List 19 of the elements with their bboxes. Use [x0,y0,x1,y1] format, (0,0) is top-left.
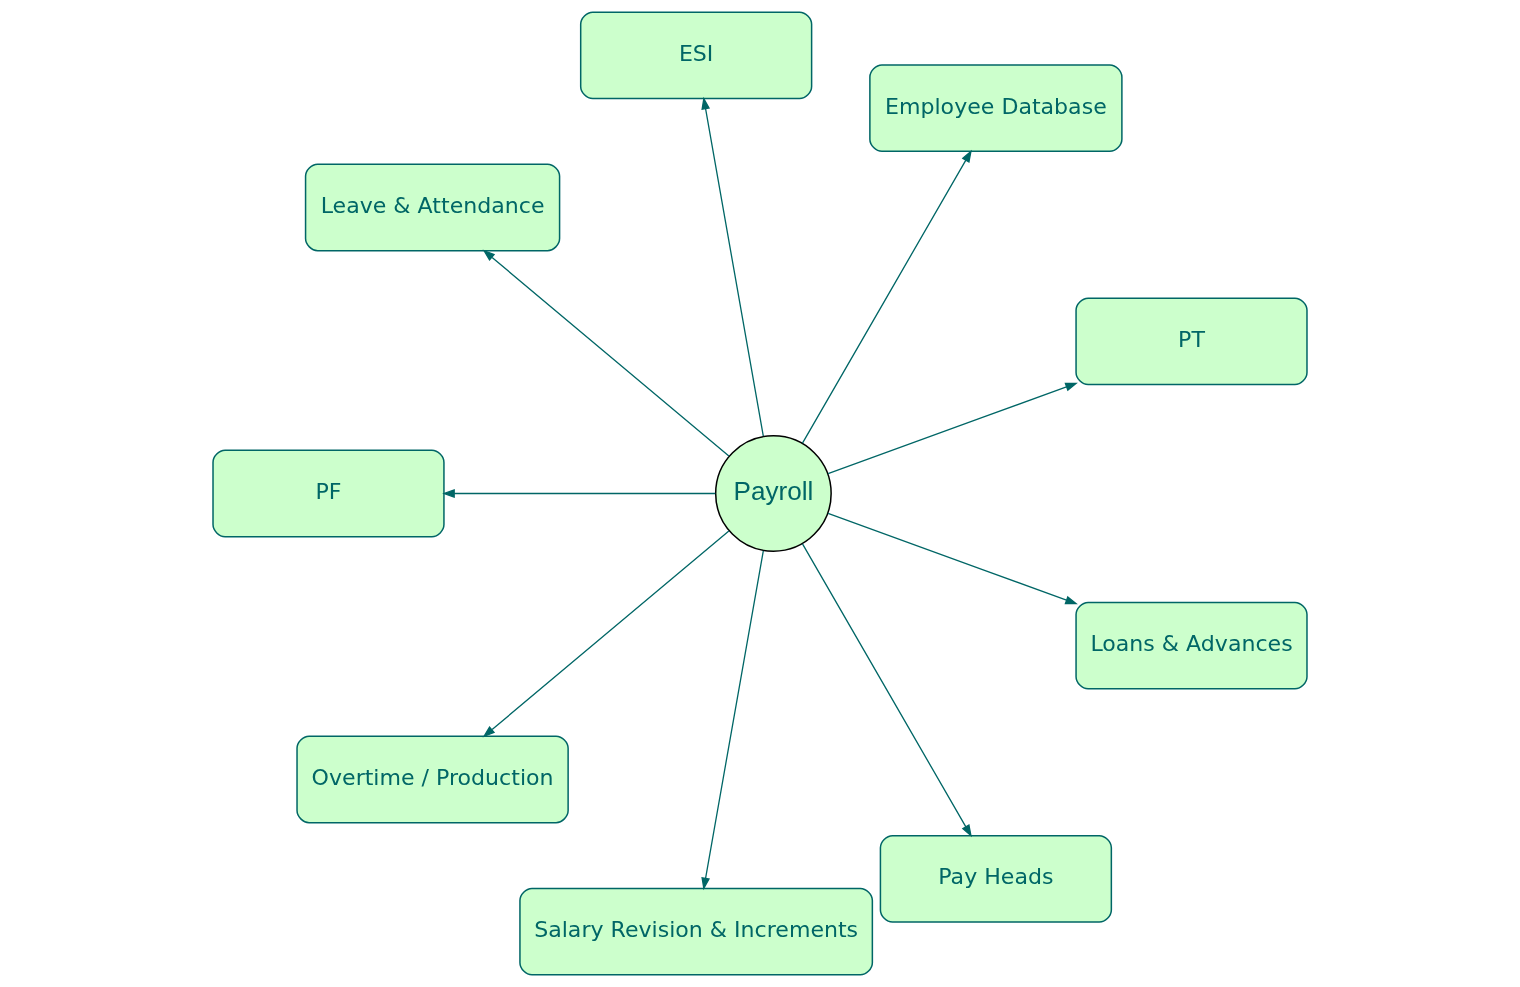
node-box: ESI [579,11,813,100]
arrow [801,543,972,838]
node-circle: Payroll [714,435,832,552]
node-box: Overtime / Production [296,735,569,824]
arrow [701,96,764,437]
node-box: PF [212,449,445,538]
node-box: PT [1075,297,1308,386]
node-box: Pay Heads [879,834,1113,923]
arrow [482,249,730,457]
node-box: Employee Database [869,64,1123,153]
arrow [482,530,730,738]
arrow [827,512,1078,605]
node-box: Salary Revision & Increments [519,887,874,976]
arrow [801,149,972,444]
node-box: Leave & Attendance [304,163,561,252]
arrow [442,489,716,498]
arrow [701,550,764,891]
node-box: Loans & Advances [1075,601,1308,690]
arrow [827,382,1078,475]
